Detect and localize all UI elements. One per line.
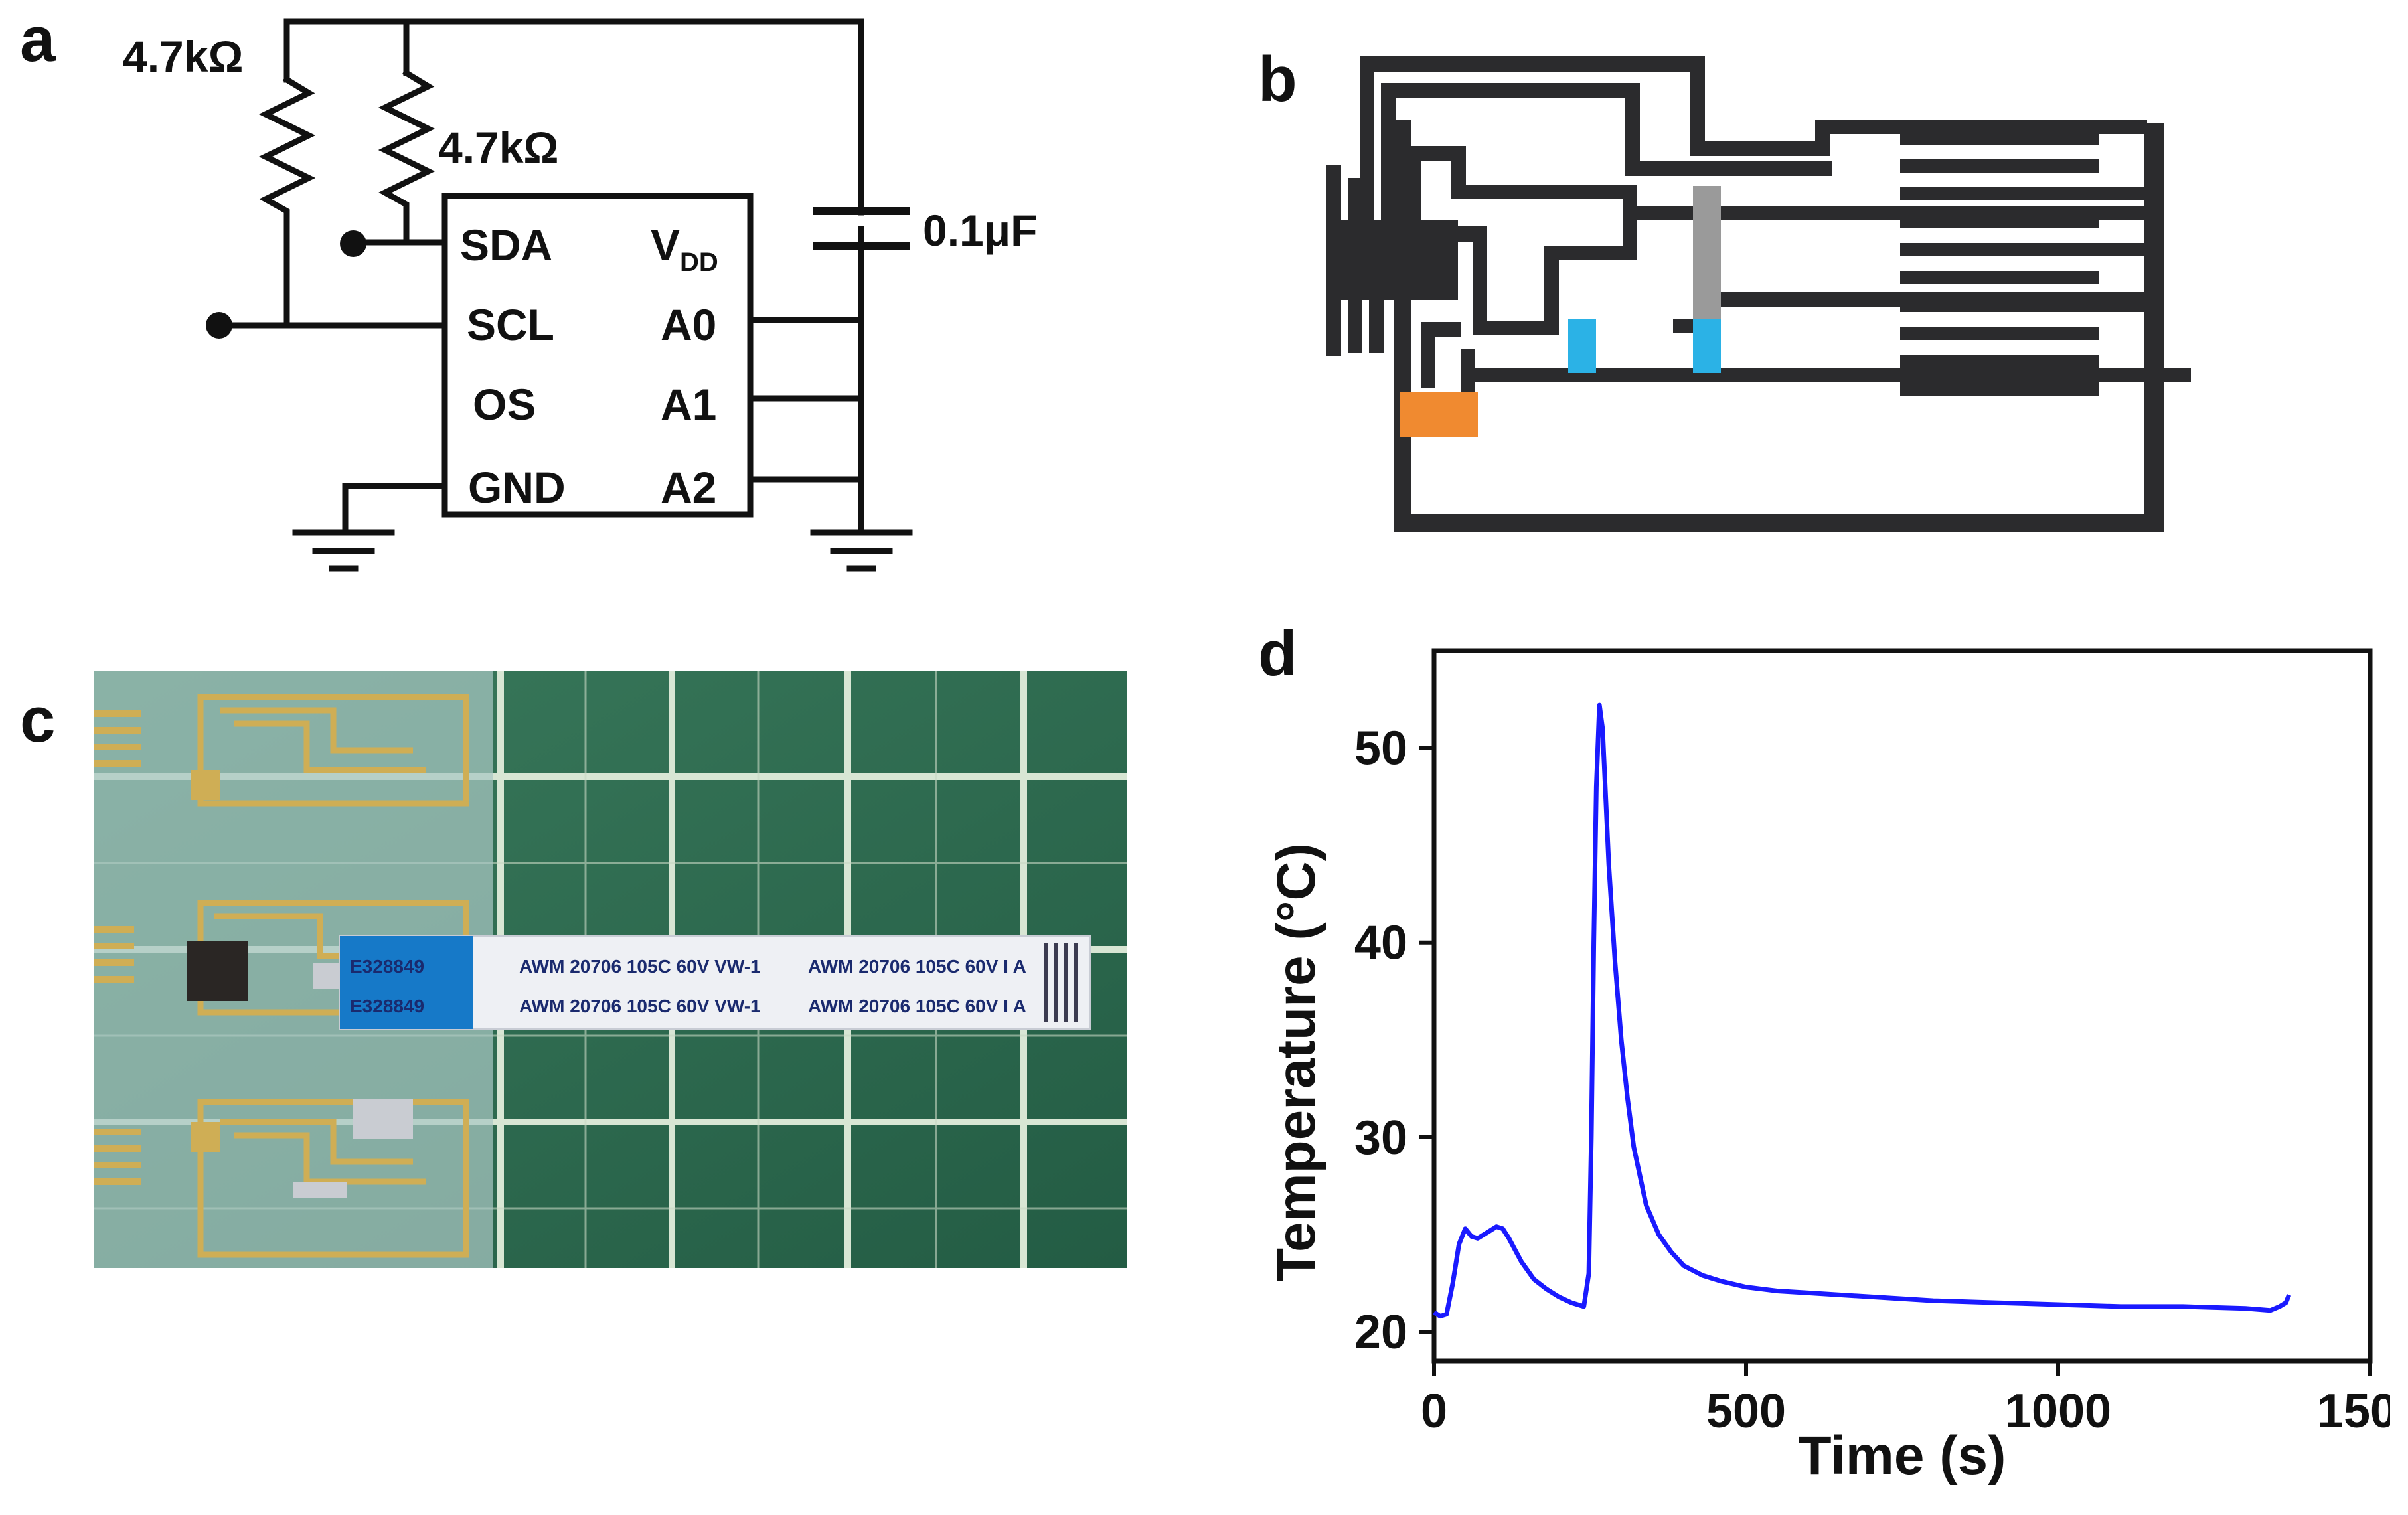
resistor-label-2: 4.7kΩ xyxy=(438,123,558,172)
x-tick-label: 500 xyxy=(1706,1385,1786,1438)
circuit-schematic: 4.7kΩ 4.7kΩ 0.1μF SDA SCL OS GND VDD A0 … xyxy=(123,18,1037,572)
scl-junction-dot xyxy=(206,312,232,339)
y-tick-label: 20 xyxy=(1354,1306,1407,1359)
y-tick-label: 30 xyxy=(1354,1111,1407,1164)
pin-sda: SDA xyxy=(460,220,552,270)
pcb-layout xyxy=(1326,56,2191,532)
pin-a0: A0 xyxy=(661,300,716,349)
orange-pad xyxy=(1400,392,1478,437)
pin-os: OS xyxy=(473,380,536,429)
pin-vdd: VDD xyxy=(651,220,718,277)
resistor-label-1: 4.7kΩ xyxy=(123,32,243,81)
axis-ticks: 0 500 1000 1500 20 30 40 50 xyxy=(1354,722,2390,1438)
x-tick-label: 1000 xyxy=(2005,1385,2111,1438)
panel-letter-c: c xyxy=(20,684,56,756)
blue-pad-left xyxy=(1568,319,1596,373)
cable-blue-tab xyxy=(340,936,473,1029)
blue-pad-right xyxy=(1693,319,1721,373)
capacitor-plate-bottom xyxy=(813,242,910,250)
gray-trace xyxy=(1693,186,1721,319)
temperature-curve xyxy=(1433,702,2292,1319)
pin-a1: A1 xyxy=(661,380,716,429)
capacitor-label: 0.1μF xyxy=(923,206,1037,255)
y-axis-label: Temperature (°C) xyxy=(1266,843,1326,1281)
cable-text-top-1: AWM 20706 105C 60V VW-1 xyxy=(519,956,761,977)
cable-text-bottom-0: E328849 xyxy=(350,996,424,1016)
y-tick-label: 40 xyxy=(1354,917,1407,970)
panel-letter-d: d xyxy=(1258,618,1297,689)
x-tick-label: 0 xyxy=(1421,1385,1447,1438)
sda-junction-dot xyxy=(340,230,366,257)
cable-text-top-0: E328849 xyxy=(350,956,424,977)
panel-letter-b: b xyxy=(1258,44,1297,115)
temperature-chart: 0 500 1000 1500 20 30 40 50 Time (s) Temperatur… xyxy=(1266,648,2390,1486)
sensor-chip xyxy=(187,941,248,1001)
cable-text-bottom-1: AWM 20706 105C 60V VW-1 xyxy=(519,996,761,1016)
cable-text-top-2: AWM 20706 105C 60V I A xyxy=(808,956,1026,977)
x-axis-label: Time (s) xyxy=(1799,1425,2006,1486)
device-photo: E328849 AWM 20706 105C 60V VW-1 AWM 2070… xyxy=(94,671,1127,1268)
panel-letter-a: a xyxy=(20,4,56,75)
x-tick-label: 1500 xyxy=(2317,1385,2390,1438)
plot-border xyxy=(1431,648,2373,1364)
capacitor-plate-top xyxy=(813,207,910,215)
pin-scl: SCL xyxy=(467,300,554,349)
plot-frame xyxy=(1431,648,2373,1364)
pin-gnd: GND xyxy=(468,463,566,512)
pin-a2: A2 xyxy=(661,463,716,512)
y-tick-label: 50 xyxy=(1354,722,1407,775)
cable-text-bottom-2: AWM 20706 105C 60V I A xyxy=(808,996,1026,1016)
